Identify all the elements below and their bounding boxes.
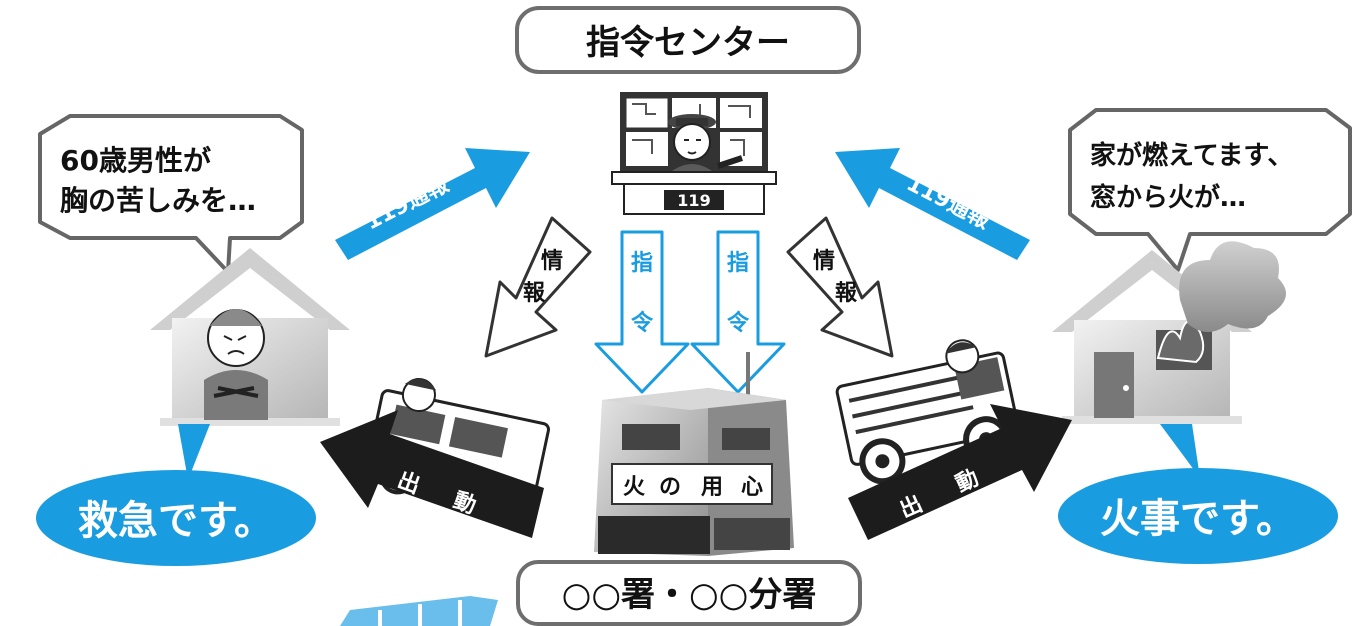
- station-sign-char4: 心: [741, 475, 763, 500]
- info-arrow-left: 情 報: [484, 216, 592, 358]
- fire-station-illustration: 火 の 用 心: [594, 352, 794, 556]
- command-center-label: 指令センター: [586, 23, 790, 63]
- caller-speech-right: 家が燃えてます、 窓から火が…: [1068, 108, 1352, 272]
- info-arrow-left-char1: 情: [541, 248, 563, 274]
- command-arrow-right-char1: 指: [727, 251, 749, 276]
- bubble-left: 救急です。: [36, 424, 316, 566]
- bubble-left-text: 救急です。: [78, 498, 274, 544]
- speech-right-line1: 家が燃えてます、: [1090, 140, 1293, 171]
- command-arrow-left-char1: 指: [631, 251, 653, 276]
- decorative-blue-shape: [340, 596, 498, 626]
- bubble-right: 火事です。: [1058, 424, 1338, 564]
- info-arrow-right: 情 報: [786, 216, 894, 358]
- station-sign-char2: の: [659, 475, 681, 500]
- info-arrow-right-char2: 報: [835, 280, 858, 306]
- smoke-icon: [1179, 241, 1286, 332]
- speech-left-line1: 60歳男性が: [60, 144, 211, 177]
- speech-right-line2: 窓から火が…: [1090, 182, 1246, 213]
- bubble-right-text: 火事です。: [1100, 496, 1296, 542]
- command-arrow-right-char2: 令: [727, 310, 750, 336]
- fire-station-label: ○○署・○○分署: [562, 575, 817, 615]
- caller-speech-left: 60歳男性が 胸の苦しみを…: [38, 114, 304, 274]
- command-arrow-left-char2: 令: [631, 310, 654, 336]
- call-arrow-right: 119通報: [835, 148, 1030, 260]
- fire-truck-illustration: [835, 339, 1020, 485]
- house-left: [150, 248, 350, 426]
- fire-station-box: ○○署・○○分署: [516, 560, 862, 626]
- info-arrow-left-char2: 報: [523, 280, 546, 306]
- speech-left-line2: 胸の苦しみを…: [60, 184, 256, 217]
- station-sign-char3: 用: [701, 475, 723, 500]
- station-sign-char1: 火: [623, 475, 645, 500]
- info-arrow-right-char1: 情: [813, 248, 835, 274]
- command-arrow-left: 指 令: [594, 230, 690, 394]
- house-right: [1052, 241, 1286, 424]
- command-center-box: 指令センター: [515, 6, 861, 74]
- dispatcher-illustration: 119: [611, 92, 777, 215]
- desk-number: 119: [677, 191, 710, 210]
- command-arrow-right: 指 令: [690, 230, 786, 394]
- call-arrow-left: 119通報: [335, 148, 530, 260]
